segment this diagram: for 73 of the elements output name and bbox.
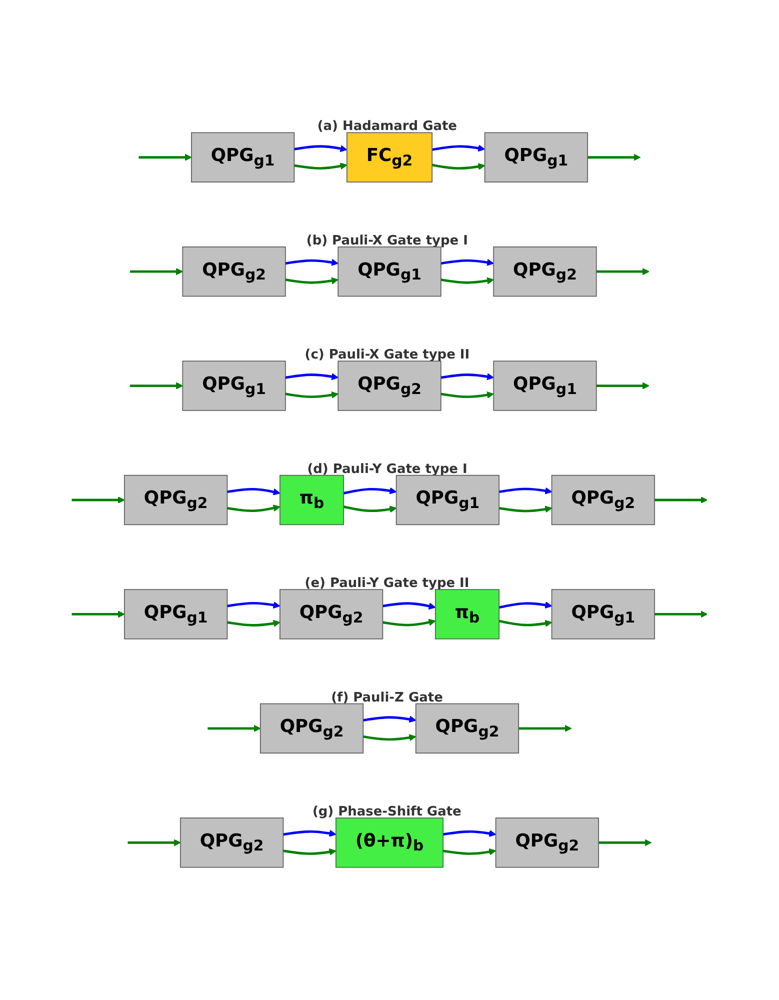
arrow xyxy=(283,848,336,856)
arrow xyxy=(227,488,280,496)
arrow xyxy=(138,154,192,161)
arrow xyxy=(285,277,338,284)
label: (e) Pauli-Y Gate type II xyxy=(304,574,470,590)
node-box: FC$_{g2}$ xyxy=(346,132,432,182)
label: (d) Pauli-Y Gate type I xyxy=(307,460,468,476)
arrow xyxy=(518,724,572,732)
node-box: QPG$_{g2}$ xyxy=(124,474,228,526)
label: (g) Phase-Shift Gate xyxy=(312,803,462,819)
arrow xyxy=(440,277,494,284)
arrow xyxy=(498,602,552,609)
node-box: QPG$_{g2}$ xyxy=(495,818,599,868)
arrow xyxy=(654,610,708,618)
arrow xyxy=(285,391,338,398)
node-box: QPG$_{g2}$ xyxy=(415,703,520,754)
arrow xyxy=(440,373,494,380)
arrow xyxy=(440,391,494,398)
node-box: QPG$_{g2}$ xyxy=(182,246,286,297)
arrow xyxy=(128,839,181,846)
arrow xyxy=(588,154,641,161)
arrow xyxy=(72,496,125,504)
node-box: QPG$_{g2}$ xyxy=(280,589,384,640)
arrow xyxy=(285,373,338,380)
arrow xyxy=(227,602,280,609)
arrow xyxy=(498,487,552,494)
arrow xyxy=(442,848,496,856)
arrow xyxy=(596,268,650,276)
node-box: QPG$_{g1}$ xyxy=(124,589,228,640)
arrow xyxy=(498,620,552,627)
arrow xyxy=(130,382,183,390)
node-box: QPG$_{g1}$ xyxy=(551,589,655,640)
node-box: QPG$_{g1}$ xyxy=(338,246,442,297)
node-box: QPG$_{g1}$ xyxy=(484,132,588,182)
node-box: QPG$_{g1}$ xyxy=(493,360,597,411)
node-box: (θ+π)$_{b}$ xyxy=(336,818,444,868)
label: (a) Hadamard Gate xyxy=(317,118,457,134)
node-box: QPG$_{g1}$ xyxy=(191,132,295,182)
arrow xyxy=(598,839,652,846)
arrow xyxy=(382,602,436,610)
node-box: QPG$_{g2}$ xyxy=(260,703,364,754)
arrow xyxy=(343,506,397,513)
label: (c) Pauli-X Gate type II xyxy=(304,346,470,362)
arrow xyxy=(442,830,496,837)
node-box: QPG$_{g2}$ xyxy=(338,360,442,411)
arrow xyxy=(432,163,486,170)
arrow xyxy=(227,504,280,512)
label: (f) Pauli-Z Gate xyxy=(331,689,443,705)
arrow xyxy=(654,496,708,504)
arrow xyxy=(72,610,125,618)
arrow xyxy=(285,258,338,266)
arrow xyxy=(382,618,436,626)
node-box: QPG$_{g2}$ xyxy=(551,474,655,526)
node-box: π$_{b}$ xyxy=(435,589,500,640)
label: (b) Pauli-X Gate type I xyxy=(306,232,468,248)
arrow xyxy=(130,268,183,276)
arrow xyxy=(498,506,552,513)
node-box: QPG$_{g2}$ xyxy=(180,818,284,868)
arrow xyxy=(294,162,348,170)
arrow xyxy=(362,734,416,742)
arrow xyxy=(432,144,486,152)
arrow xyxy=(294,145,348,152)
node-box: QPG$_{g2}$ xyxy=(493,246,597,297)
arrow xyxy=(283,830,336,837)
arrow xyxy=(343,487,397,494)
arrow xyxy=(362,716,416,723)
arrow xyxy=(208,724,261,732)
arrow xyxy=(596,382,650,390)
node-box: π$_{b}$ xyxy=(280,474,344,526)
arrow xyxy=(227,620,280,627)
node-box: QPG$_{g1}$ xyxy=(182,360,286,411)
arrow xyxy=(440,258,494,266)
node-box: QPG$_{g1}$ xyxy=(396,474,500,526)
